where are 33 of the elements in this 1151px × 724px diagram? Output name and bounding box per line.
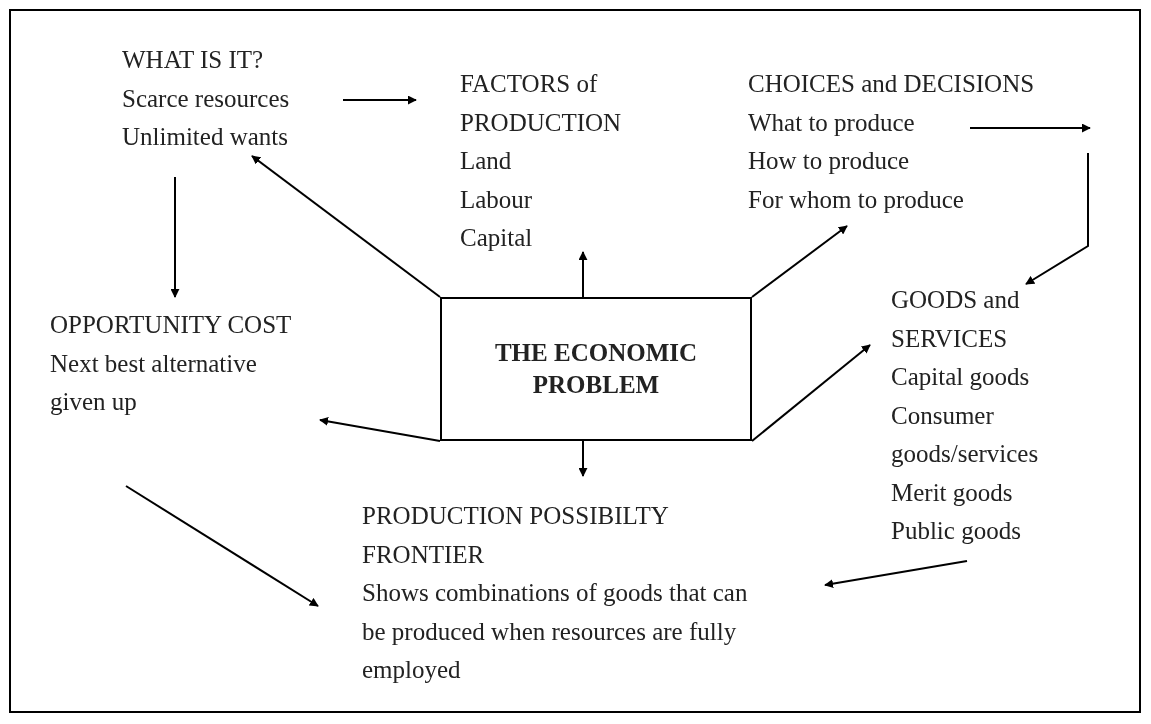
- item-text: Next best alternative given up: [50, 348, 258, 417]
- item-text: Labour: [460, 184, 534, 215]
- arrow: [170, 176, 180, 298]
- item-text: Unlimited wants: [122, 122, 289, 152]
- heading-text: OPPORTUNITY COST: [50, 310, 293, 340]
- arrow: [342, 95, 417, 105]
- item-text: For whom to produce: [748, 184, 965, 215]
- item-text: Capital: [460, 223, 534, 253]
- arrow: [969, 123, 1091, 133]
- item-text: Capital goods: [891, 362, 1031, 392]
- process-box: THE ECONOMIC PROBLEM: [440, 297, 752, 441]
- heading-text: CHOICES and DECISIONS: [748, 69, 1035, 99]
- item-text: Scarce resources: [122, 83, 290, 114]
- item-text: Shows combinations of goods that can be produced when resources are fully employed: [362, 578, 749, 685]
- item-text: How to produce: [748, 146, 911, 176]
- item-text: Land: [460, 146, 513, 176]
- arrow: [125, 485, 319, 607]
- arrow: [578, 440, 588, 477]
- heading-text: FACTORS of PRODUCTION: [460, 69, 623, 138]
- item-text: Public goods: [891, 516, 1022, 546]
- arrow: [251, 155, 441, 298]
- arrow: [319, 416, 441, 442]
- item-text: Consumer goods/services: [891, 400, 1040, 469]
- item-text: Merit goods: [891, 477, 1014, 508]
- arrow: [751, 225, 848, 298]
- arrow: [578, 251, 588, 298]
- arrow: [1025, 152, 1089, 285]
- heading-text: PRODUCTION POSSIBILTY FRONTIER: [362, 501, 669, 570]
- arrow: [824, 560, 968, 589]
- heading-text: GOODS and SERVICES: [891, 285, 1021, 354]
- item-text: What to produce: [748, 107, 916, 138]
- heading-text: WHAT IS IT?: [122, 45, 265, 75]
- arrow: [751, 344, 871, 442]
